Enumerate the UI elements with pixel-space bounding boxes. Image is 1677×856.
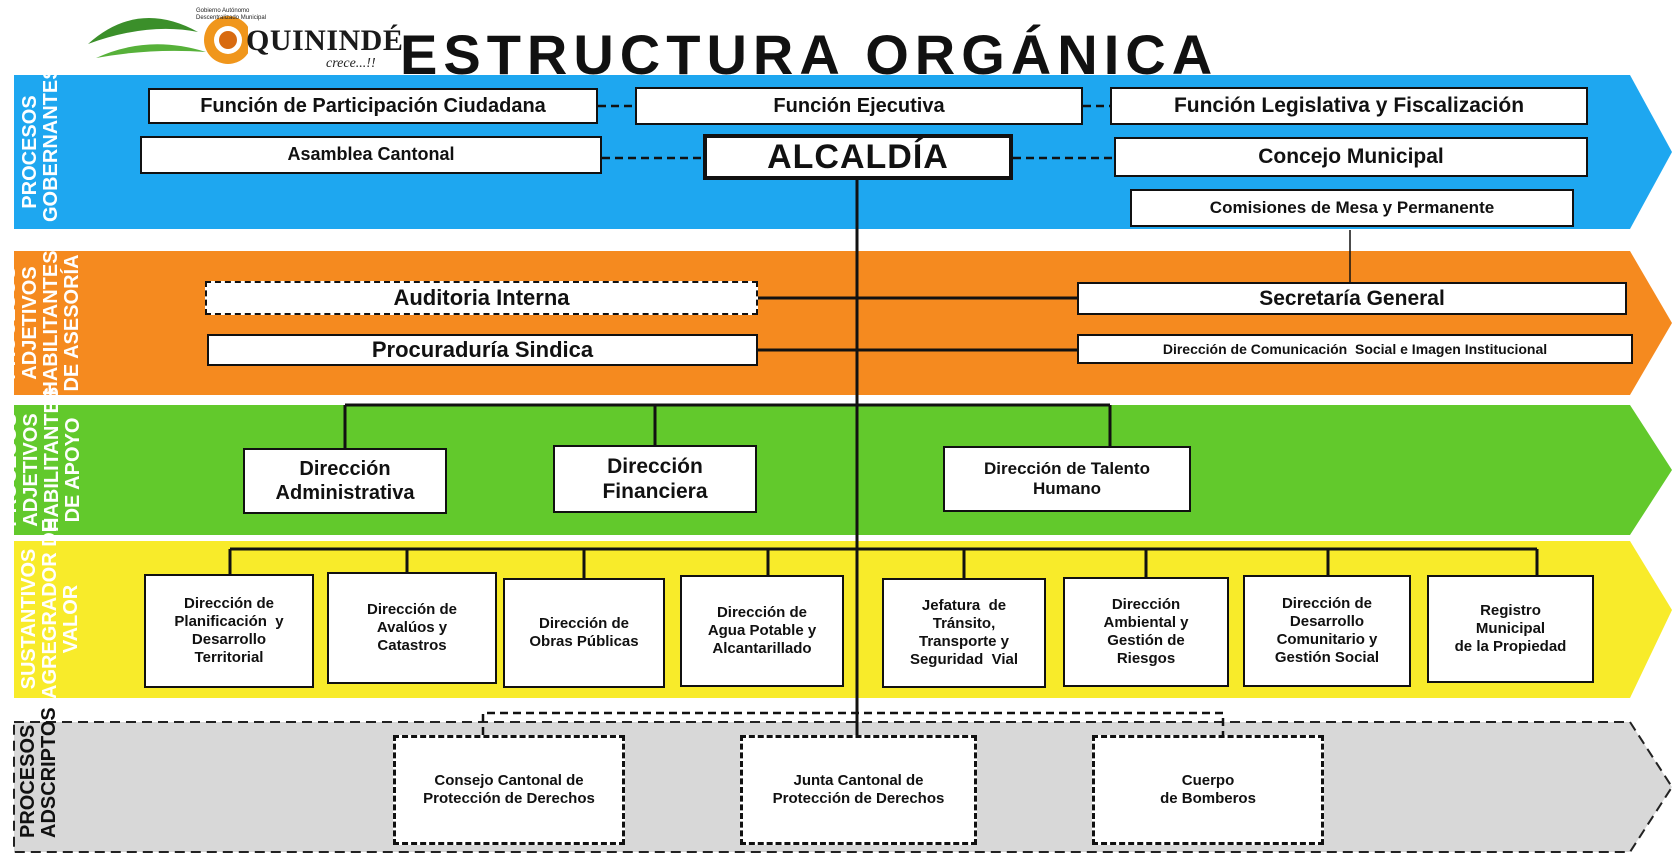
node-agua-potable: Dirección de Agua Potable y Alcantarilla… <box>680 575 844 687</box>
logo-tagline: Gobierno Autónomo Descentralizado Munici… <box>196 8 266 22</box>
node-ambiental-riesgos: Dirección Ambiental y Gestión de Riesgos <box>1063 577 1229 687</box>
band-asesoria <box>14 251 1672 395</box>
node-talento-humano: Dirección de Talento Humano <box>943 446 1191 512</box>
quininde-logo: Gobierno Autónomo Descentralizado Munici… <box>78 4 403 71</box>
node-alcaldia: ALCALDÍA <box>703 134 1013 180</box>
node-obras-publicas: Dirección de Obras Públicas <box>503 578 665 688</box>
node-consejo-cantonal: Consejo Cantonal de Protección de Derech… <box>393 735 625 845</box>
page-title: ESTRUCTURA ORGÁNICA <box>400 23 1219 86</box>
logo-slogan: crece...!! <box>326 56 376 71</box>
logo-tagline-1: Gobierno Autónomo <box>196 8 250 14</box>
logo-wordmark: QUININDÉ <box>246 24 404 57</box>
node-cuerpo-bomberos: Cuerpo de Bomberos <box>1092 735 1324 845</box>
node-funcion-ejecutiva: Función Ejecutiva <box>635 87 1083 125</box>
node-desarrollo-comunitario: Dirección de Desarrollo Comunitario y Ge… <box>1243 575 1411 687</box>
node-registro-propiedad: Registro Municipal de la Propiedad <box>1427 575 1594 683</box>
node-avaluos-catastros: Dirección de Avalúos y Catastros <box>327 572 497 684</box>
node-comisiones: Comisiones de Mesa y Permanente <box>1130 189 1574 227</box>
node-secretaria-general: Secretaría General <box>1077 282 1627 315</box>
node-junta-cantonal: Junta Cantonal de Protección de Derechos <box>740 735 977 845</box>
logo-emblem-icon <box>88 16 252 64</box>
node-planificacion: Dirección de Planificación y Desarrollo … <box>144 574 314 688</box>
node-procuraduria-sindica: Procuraduría Sindica <box>207 334 758 366</box>
node-direccion-financiera: Dirección Financiera <box>553 445 757 513</box>
node-participacion-ciudadana: Función de Participación Ciudadana <box>148 88 598 124</box>
node-comunicacion-social: Dirección de Comunicación Social e Image… <box>1077 334 1633 364</box>
logo-tagline-2: Descentralizado Municipal <box>196 15 267 21</box>
band-label-gobernantes: PROCESOS GOBERNANTES <box>19 66 62 222</box>
node-direccion-administrativa: Dirección Administrativa <box>243 448 447 514</box>
node-funcion-legislativa: Función Legislativa y Fiscalización <box>1110 87 1588 125</box>
node-jefatura-transito: Jefatura de Tránsito, Transporte y Segur… <box>882 578 1046 688</box>
band-label-adscriptos: PROCESOS ADSCRIPTOS <box>17 707 60 838</box>
node-auditoria-interna: Auditoria Interna <box>205 281 758 315</box>
node-concejo-municipal: Concejo Municipal <box>1114 137 1588 177</box>
node-asamblea-cantonal: Asamblea Cantonal <box>140 136 602 174</box>
band-label-apoyo: PROCESOS ADJETIVOS HABILITANTES DE APOYO <box>0 386 84 532</box>
band-label-agregador: PROCESOS SUSTANTIVOS AGREGRADOR DE VALOR <box>0 519 82 699</box>
